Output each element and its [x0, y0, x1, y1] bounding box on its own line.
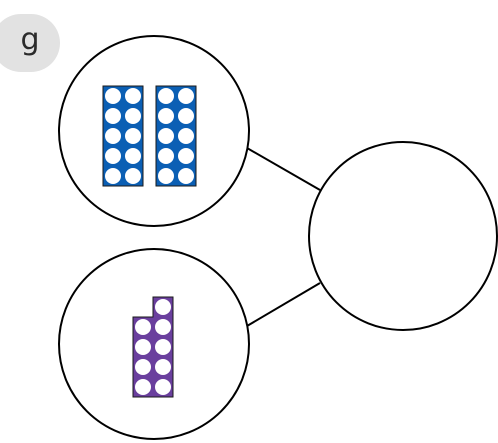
rod-hole [125, 168, 141, 184]
question-label-badge: g [0, 14, 60, 72]
rod-hole [125, 148, 141, 164]
rod-hole [105, 148, 121, 164]
rod-hole [178, 108, 194, 124]
rod-hole [158, 128, 174, 144]
connector-top [246, 147, 321, 191]
part-top-rods [102, 85, 197, 187]
rod-1 [102, 85, 144, 187]
whole-circle[interactable] [308, 141, 498, 331]
part-circle-top[interactable] [58, 35, 250, 227]
rod-hole [105, 168, 121, 184]
rod-hole [155, 299, 171, 315]
rod-hole [105, 128, 121, 144]
part-bottom-rods [132, 296, 174, 398]
rod-hole [178, 88, 194, 104]
rod-hole [135, 359, 151, 375]
rod-hole [135, 319, 151, 335]
rod-hole [158, 168, 174, 184]
rod-hole [105, 108, 121, 124]
rod-hole [125, 108, 141, 124]
rod-hole [178, 128, 194, 144]
rod-hole [158, 108, 174, 124]
rod-hole [158, 88, 174, 104]
rod-hole [105, 88, 121, 104]
rod-hole [125, 128, 141, 144]
question-label: g [20, 22, 40, 57]
rod-2 [155, 85, 197, 187]
rod-hole [158, 148, 174, 164]
rod-hole [135, 339, 151, 355]
rod-hole [155, 339, 171, 355]
rod-hole [125, 88, 141, 104]
rod-hole [178, 148, 194, 164]
rod-hole [135, 379, 151, 395]
rod-hole [178, 168, 194, 184]
rod-hole [155, 379, 171, 395]
rod-hole [155, 359, 171, 375]
rod-1 [132, 296, 174, 398]
rod-hole [155, 319, 171, 335]
connector-bottom [246, 282, 321, 327]
